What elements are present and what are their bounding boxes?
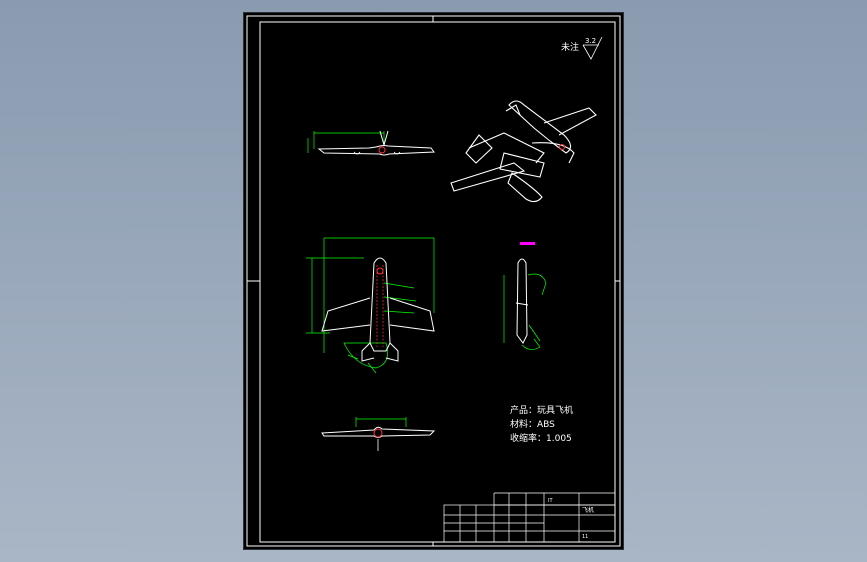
title-block (443, 492, 616, 543)
title-block-label-b: 飞机 (582, 506, 594, 514)
corner-note-label: 未注 (561, 41, 579, 53)
note-product: 产品：玩具飞机 (510, 404, 573, 416)
title-block-label-a: IT (548, 498, 553, 504)
note-shrinkage: 收缩率：1.005 (510, 432, 572, 444)
note-material: 材料：ABS (510, 418, 555, 430)
annotation-tag (520, 242, 535, 245)
title-block-label-c: 11 (582, 534, 588, 540)
engineering-drawing: 未注 3.2 (246, 15, 621, 547)
isometric-view (450, 100, 597, 203)
plan-view (306, 237, 435, 374)
sheet-frame (246, 15, 621, 547)
roughness-symbol-icon (582, 36, 603, 60)
title-block-text: IT 飞机 11 (548, 498, 594, 540)
front-view (307, 130, 435, 156)
corner-roughness-note: 未注 3.2 (561, 36, 603, 60)
technical-notes: 产品：玩具飞机 材料：ABS 收缩率：1.005 (510, 404, 573, 444)
rear-view (321, 417, 436, 451)
side-view (503, 242, 547, 350)
roughness-value: 3.2 (585, 37, 596, 45)
drawing-sheet: 未注 3.2 (244, 13, 623, 549)
